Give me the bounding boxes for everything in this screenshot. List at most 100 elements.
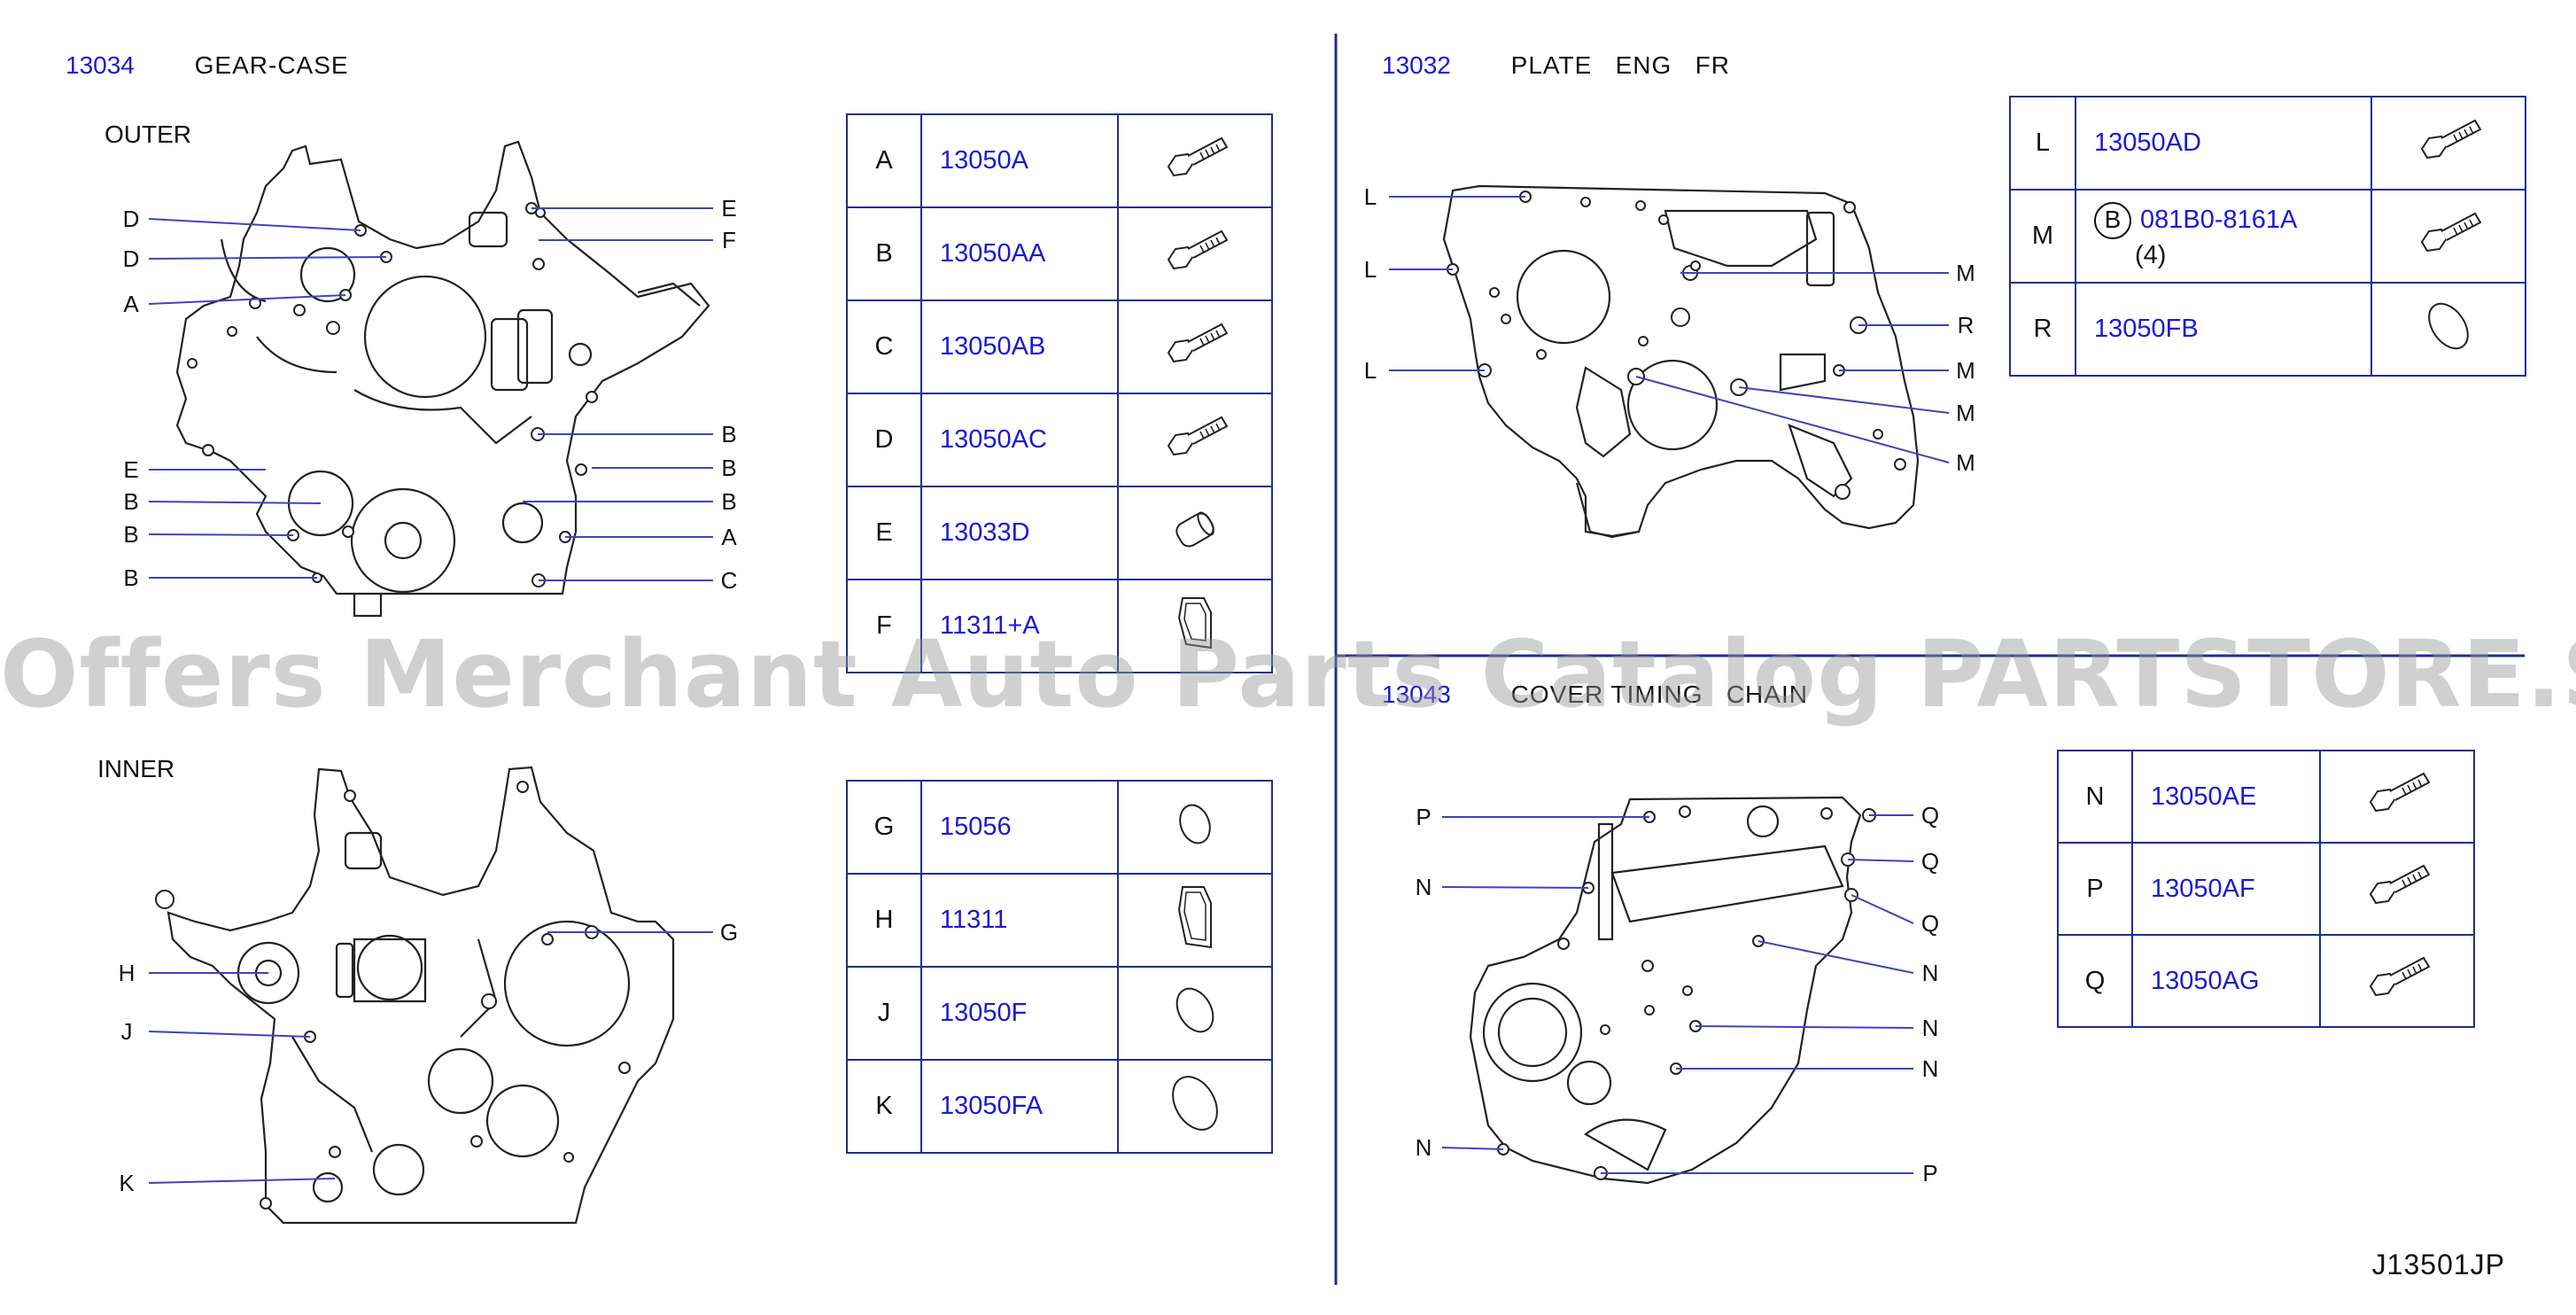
table-row[interactable]: F 11311+A [846, 579, 1273, 673]
cover-timing-parts-table: N 13050AE P 13050AF Q 13050AG [2057, 750, 2475, 1028]
watermark: Offers Merchant Auto Parts Catalog PARTS… [0, 620, 2576, 728]
part-number[interactable]: 13050AA [920, 206, 1119, 301]
oring-icon [1117, 780, 1273, 875]
table-row[interactable]: B 13050AA [846, 206, 1273, 301]
callout-letter: K [119, 1170, 135, 1196]
ref-letter: H [846, 873, 922, 968]
part-number[interactable]: 081B0-8161A [2140, 206, 2298, 234]
cover-timing-drawing [1469, 796, 1862, 1185]
callout-letter: N [1415, 874, 1432, 900]
callout-letter: A [721, 524, 737, 550]
callout-letter: F [722, 227, 736, 253]
table-row[interactable]: H 11311 [846, 873, 1273, 968]
table-row[interactable]: D 13050AC [846, 393, 1273, 487]
cover-timing-number: 13043 [1382, 681, 1451, 708]
table-row[interactable]: J 13050F [846, 966, 1273, 1061]
table-row[interactable]: N 13050AE [2057, 750, 2475, 844]
part-number[interactable]: 13050AF [2131, 842, 2321, 936]
cover-timing-bolts [1497, 805, 1876, 1180]
leader-lines [148, 196, 1950, 1184]
part-number[interactable]: 13050AB [920, 300, 1119, 394]
table-row[interactable]: A 13050A [846, 113, 1273, 208]
part-number[interactable]: 13050FB [2075, 282, 2372, 377]
callout-letter: N [1921, 1015, 1939, 1041]
ref-letter: M [2009, 189, 2076, 284]
callout-letter: P [1416, 804, 1432, 830]
table-row[interactable]: C 13050AB [846, 300, 1273, 394]
bolt-icon [1117, 113, 1273, 208]
ref-letter: C [846, 300, 922, 394]
callout-letter: N [1921, 1055, 1939, 1082]
inner-label: INNER [97, 755, 175, 782]
oring-icon [2370, 282, 2526, 377]
callout-letter: J [120, 1018, 133, 1045]
ref-letter: J [846, 966, 922, 1061]
part-number[interactable]: 11311+A [920, 579, 1119, 673]
ref-letter: Q [2057, 934, 2133, 1028]
gear-case-outer-bolts [187, 202, 598, 587]
table-row[interactable]: G 15056 [846, 780, 1273, 875]
bolt-icon [1117, 300, 1273, 394]
callout-letter: C [720, 567, 738, 594]
table-row[interactable]: L 13050AD [2009, 96, 2526, 191]
part-number[interactable]: 15056 [920, 780, 1119, 875]
plate-eng-title: PLATE ENG FR [1510, 51, 1730, 79]
table-row[interactable]: E 13033D [846, 486, 1273, 580]
outer-label: OUTER [105, 121, 191, 148]
bolt-prefix-badge: B [2094, 202, 2131, 239]
part-number[interactable]: 13050AE [2131, 750, 2321, 844]
callout-letter: A [123, 291, 139, 317]
gear-case-outer-drawing [175, 140, 710, 618]
gear-case-parts-table-2: G 15056 H 11311 J 13050F K 13050FA [846, 780, 1273, 1154]
diagram-code: J13501JP [2371, 1249, 2505, 1280]
callout-letter: N [1415, 1134, 1432, 1161]
bolt-icon [1117, 393, 1273, 487]
ref-letter: N [2057, 750, 2133, 844]
table-row[interactable]: Q 13050AG [2057, 934, 2475, 1028]
plate-eng-header: 13032 PLATE ENG FR [1382, 51, 1730, 80]
callout-letter: Q [1920, 910, 1940, 937]
callout-letter: R [1957, 312, 1975, 338]
ref-letter: A [846, 113, 922, 208]
seal-icon [1117, 873, 1273, 968]
ref-letter: R [2009, 282, 2076, 377]
plate-eng-number: 13032 [1382, 51, 1451, 79]
table-row[interactable]: K 13050FA [846, 1059, 1273, 1154]
seal-icon [1117, 579, 1273, 673]
table-row[interactable]: R 13050FB [2009, 282, 2526, 377]
part-number[interactable]: 13050A [920, 113, 1119, 208]
callout-letter: L [1363, 183, 1377, 210]
oring-icon [1117, 966, 1273, 1061]
callout-letter: M [1956, 449, 1975, 476]
ref-letter: D [846, 393, 922, 487]
part-number[interactable]: 13050FA [920, 1059, 1119, 1154]
table-row[interactable]: P 13050AF [2057, 842, 2475, 936]
part-number[interactable]: 13050AD [2075, 96, 2372, 191]
gear-case-title: GEAR-CASE [194, 51, 349, 79]
ref-letter: B [846, 206, 922, 301]
part-number[interactable]: 13050F [920, 966, 1119, 1061]
cover-timing-header: 13043 COVER TIMING CHAIN [1382, 681, 1808, 709]
part-number[interactable]: 13050AC [920, 393, 1119, 487]
callout-letter: B [123, 488, 139, 515]
callout-letter: M [1956, 357, 1975, 384]
callout-letter: B [123, 521, 139, 548]
callout-letter: N [1921, 960, 1939, 986]
callout-letter: B [123, 564, 139, 591]
dowel-pin-icon [1117, 486, 1273, 580]
ref-letter: F [846, 579, 922, 673]
callout-letter: D [122, 206, 140, 232]
bolt-icon [2370, 189, 2526, 284]
part-number[interactable]: 11311 [920, 873, 1119, 968]
part-number[interactable]: 13033D [920, 486, 1119, 580]
callout-letter: D [122, 245, 140, 272]
callout-letter: H [118, 960, 136, 986]
callout-letter: B [721, 455, 737, 481]
part-number[interactable]: 13050AG [2131, 934, 2321, 1028]
callout-letter: G [719, 919, 739, 945]
callout-letter: M [1956, 260, 1975, 286]
bolt-icon [1117, 206, 1273, 301]
